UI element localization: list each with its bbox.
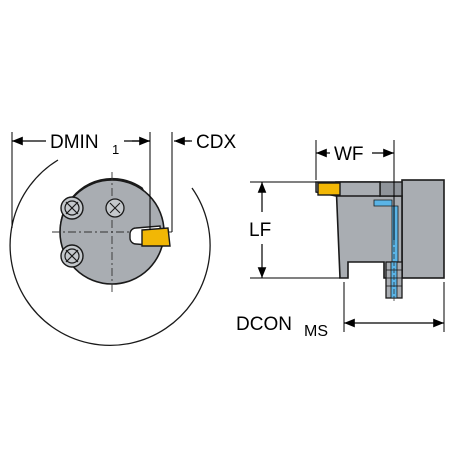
dcon-subscript: MS [304, 323, 328, 340]
coupling-body [401, 179, 445, 279]
dmin-subscript: 1 [112, 142, 119, 157]
front-view: DMIN 1 CDX [9, 132, 236, 346]
cdx-label: CDX [196, 132, 236, 153]
side-insert-icon [317, 182, 341, 196]
dmin-label: DMIN [50, 132, 99, 153]
lf-label: LF [249, 220, 271, 241]
insert-icon [141, 227, 171, 247]
dcon-label: DCON [236, 314, 292, 335]
side-view: WF LF DCON MS [236, 140, 445, 340]
dmin-envelope-arc [9, 159, 211, 346]
screw-top-left-icon [60, 196, 84, 220]
screw-bottom-left-icon [60, 244, 84, 268]
wf-label: WF [334, 144, 364, 165]
holder-step [379, 181, 403, 197]
screw-top-right-icon [105, 198, 125, 218]
